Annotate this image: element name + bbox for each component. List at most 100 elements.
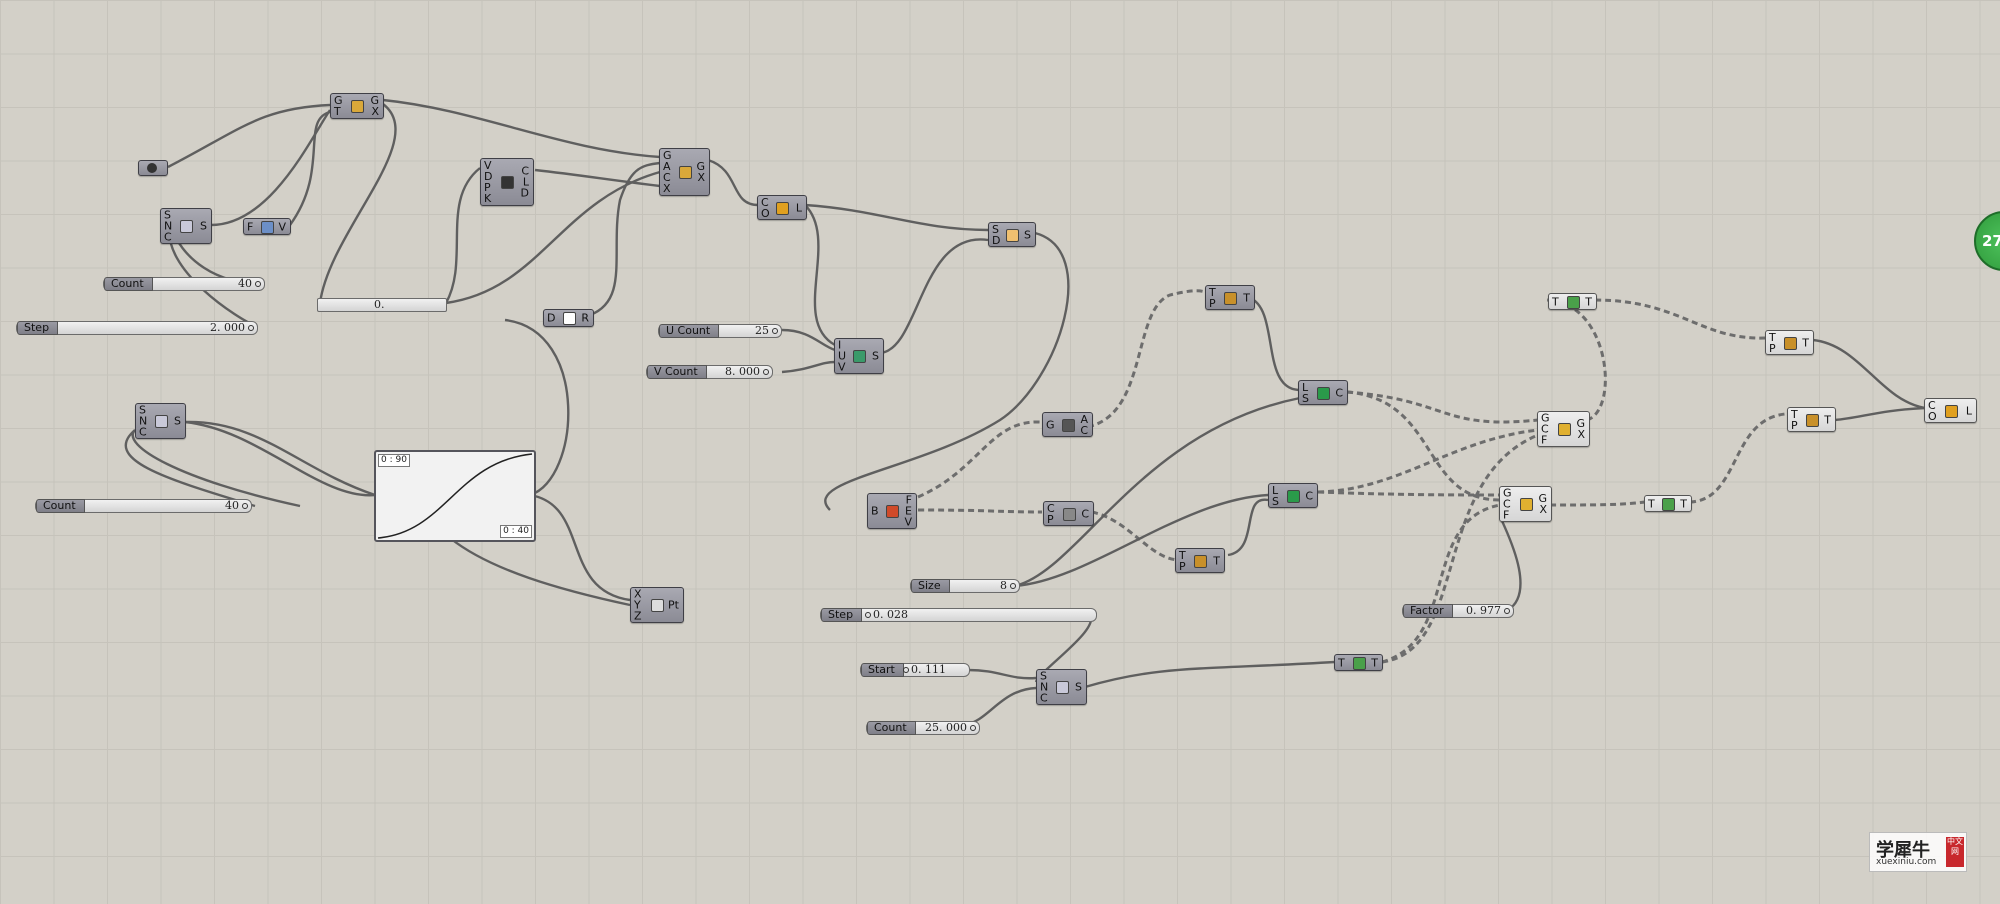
count-slider[interactable]: Count 25. 000 xyxy=(866,721,980,735)
output-port[interactable]: T xyxy=(1802,336,1809,349)
input-port[interactable]: G xyxy=(1503,486,1512,500)
graph-mapper[interactable]: 0 : 90 0 : 40 xyxy=(374,450,536,542)
input-port[interactable]: C xyxy=(139,425,147,439)
input-port[interactable]: C xyxy=(663,171,671,184)
output-port[interactable]: F xyxy=(905,493,912,507)
input-port[interactable]: C xyxy=(761,195,769,209)
start-slider[interactable]: Start 0. 111 xyxy=(860,663,970,677)
output-port[interactable]: S xyxy=(174,414,181,428)
input-port[interactable]: S xyxy=(164,208,171,222)
input-port[interactable]: L xyxy=(1272,483,1279,497)
input-port[interactable]: S xyxy=(139,403,146,417)
output-port[interactable]: C xyxy=(1080,423,1088,437)
input-port[interactable]: T xyxy=(1209,285,1216,299)
step-slider[interactable]: Step 2. 000 xyxy=(16,321,258,335)
input-port[interactable]: G xyxy=(663,149,672,162)
output-port[interactable]: C xyxy=(521,164,529,178)
slider-grip-icon[interactable] xyxy=(772,328,778,334)
input-port[interactable]: V xyxy=(838,360,846,374)
slider-grip-icon[interactable] xyxy=(865,612,871,618)
output-port[interactable]: L xyxy=(1965,404,1972,417)
boolean-toggle[interactable] xyxy=(138,160,168,176)
output-port[interactable]: G xyxy=(370,94,379,107)
input-port[interactable]: Y xyxy=(634,598,641,612)
output-port[interactable]: T xyxy=(1680,497,1687,510)
output-port[interactable]: G xyxy=(1576,417,1585,430)
input-port[interactable]: C xyxy=(1503,497,1511,511)
input-port[interactable]: C xyxy=(1047,501,1055,515)
input-port[interactable]: O xyxy=(1928,409,1937,423)
slider-grip-icon[interactable] xyxy=(242,503,248,509)
input-port[interactable]: C xyxy=(1928,398,1936,412)
input-port[interactable]: P xyxy=(1791,418,1798,432)
input-port[interactable]: T xyxy=(1338,656,1345,669)
input-port[interactable]: I xyxy=(838,338,842,352)
slider-grip-icon[interactable] xyxy=(248,325,254,331)
output-port[interactable]: V xyxy=(904,515,912,529)
input-port[interactable]: B xyxy=(871,504,879,518)
input-port[interactable]: D xyxy=(992,233,1001,247)
output-port[interactable]: C xyxy=(1335,386,1343,399)
input-port[interactable]: A xyxy=(663,160,671,173)
input-port[interactable]: P xyxy=(1769,341,1776,355)
output-port[interactable]: S xyxy=(872,349,879,363)
input-port[interactable]: F xyxy=(1541,433,1548,447)
input-port[interactable]: S xyxy=(1272,494,1279,508)
output-port[interactable]: G xyxy=(696,160,705,173)
output-port[interactable]: D xyxy=(520,186,529,200)
input-port[interactable]: G xyxy=(1541,411,1550,425)
output-port[interactable]: T xyxy=(1824,413,1831,426)
input-port[interactable]: D xyxy=(484,170,493,183)
size-slider[interactable]: Size 8 xyxy=(910,579,1020,593)
output-port[interactable]: X xyxy=(1539,503,1547,516)
input-port[interactable]: D xyxy=(547,311,556,325)
input-port[interactable]: P xyxy=(1209,296,1216,310)
output-port[interactable]: T xyxy=(1243,291,1250,304)
slider-grip-icon[interactable] xyxy=(970,725,976,731)
input-port[interactable]: F xyxy=(1503,508,1510,522)
output-port[interactable]: E xyxy=(905,504,912,518)
output-port[interactable]: S xyxy=(200,219,207,233)
slider-grip-icon[interactable] xyxy=(255,281,261,287)
input-port[interactable]: X xyxy=(663,182,671,195)
output-port[interactable]: T xyxy=(1371,656,1378,669)
output-port[interactable]: R xyxy=(581,311,589,325)
input-port[interactable]: S xyxy=(1302,391,1309,405)
slider-grip-icon[interactable] xyxy=(903,667,909,673)
output-port[interactable]: A xyxy=(1080,412,1088,426)
output-port[interactable]: G xyxy=(1538,492,1547,505)
input-port[interactable]: T xyxy=(334,105,341,118)
input-port[interactable]: F xyxy=(247,220,254,233)
input-port[interactable]: P xyxy=(1179,559,1186,573)
input-port[interactable]: Z xyxy=(634,609,642,623)
factor-slider[interactable]: Factor 0. 977 xyxy=(1402,604,1514,618)
output-port[interactable]: X xyxy=(371,105,379,118)
input-port[interactable]: N xyxy=(164,219,173,233)
number-panel[interactable]: 0. xyxy=(317,298,447,312)
input-port[interactable]: T xyxy=(1648,497,1655,510)
input-port[interactable]: U xyxy=(838,349,847,363)
input-port[interactable]: T xyxy=(1179,548,1186,562)
output-port[interactable]: X xyxy=(697,171,705,184)
input-port[interactable]: C xyxy=(1040,691,1048,705)
input-port[interactable]: T xyxy=(1791,407,1798,421)
output-port[interactable]: T xyxy=(1213,554,1220,567)
input-port[interactable]: S xyxy=(1040,669,1047,683)
